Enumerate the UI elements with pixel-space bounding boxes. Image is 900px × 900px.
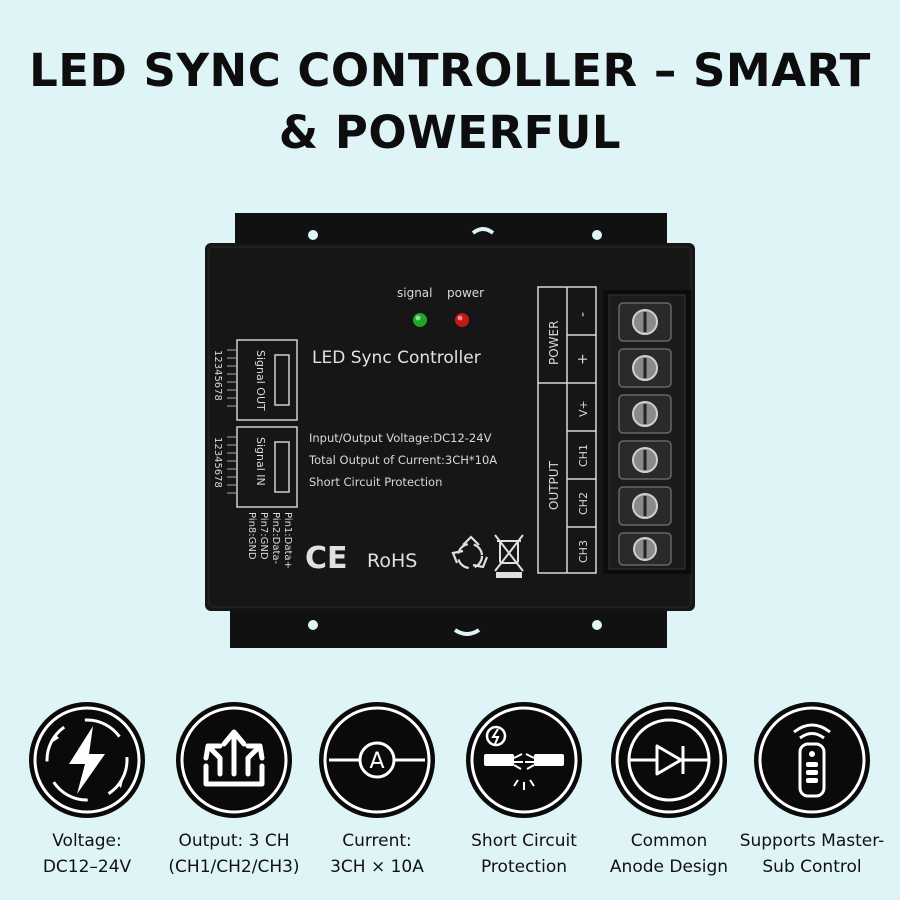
feature-master-sub-line1: Supports Master-	[739, 831, 885, 851]
pin-legend: Pin1:Data+ Pin2:Data- Pin7:GND Pin8:GND	[246, 512, 293, 569]
terminal-ch1: CH1	[577, 444, 590, 467]
feature-current-line2: 3CH × 10A	[330, 857, 424, 877]
terminal-vplus: V+	[577, 400, 590, 417]
controller-device-illustration: signal power LED Sync Controller Input/O…	[205, 213, 695, 648]
svg-text:Signal IN: Signal IN	[254, 437, 267, 486]
product-label: LED Sync Controller	[312, 348, 481, 368]
bottom-mounting-flange	[230, 605, 667, 648]
terminal-plus: +	[575, 353, 591, 365]
feature-voltage-line2: DC12–24V	[42, 857, 132, 877]
signal-led	[413, 313, 427, 327]
terminal-ch3: CH3	[577, 540, 590, 563]
pin-numbers-out: 12345678	[212, 350, 223, 401]
spec-current: Total Output of Current:3CH*10A	[308, 453, 497, 467]
feature-output: Output: 3 CH (CH1/CH2/CH3)	[159, 702, 309, 880]
mount-hole	[308, 230, 318, 240]
feature-voltage-line1: Voltage:	[52, 831, 122, 851]
page-title: LED SYNC CONTROLLER – SMART & POWERFUL	[0, 40, 900, 164]
terminal-ch2: CH2	[577, 492, 590, 515]
feature-anode-line1: Common	[630, 831, 708, 851]
svg-text:Pin2:Data-: Pin2:Data-	[270, 512, 281, 565]
led-signal-label: signal	[397, 286, 433, 300]
recycle-icon	[451, 535, 489, 570]
spec-voltage: Input/Output Voltage:DC12-24V	[309, 431, 492, 445]
feature-master-sub-line2: Sub Control	[762, 857, 862, 877]
feature-output-line2: (CH1/CH2/CH3)	[168, 857, 300, 877]
lightning-cycle-icon	[29, 702, 145, 818]
pin-numbers-in: 12345678	[212, 437, 223, 488]
led-power-label: power	[447, 286, 484, 300]
title-line-1: LED SYNC CONTROLLER – SMART	[29, 44, 871, 97]
feature-row: Voltage: DC12–24V Output: 3 CH (CH1/CH2/CH…	[0, 702, 900, 892]
mount-hole	[592, 230, 602, 240]
signal-in-port: Signal IN 12345678	[212, 426, 298, 508]
feature-protection-line2: Protection	[480, 857, 567, 877]
mount-hole	[308, 620, 318, 630]
feature-protection-line1: Short Circuit	[471, 831, 577, 851]
top-mounting-flange	[235, 213, 667, 250]
ce-mark: CE	[305, 541, 348, 576]
svg-text:Pin1:Data+: Pin1:Data+	[282, 512, 293, 569]
screw-terminal-block	[603, 290, 691, 574]
svg-text:A: A	[369, 749, 384, 774]
rohs-mark: RoHS	[367, 550, 417, 572]
svg-text:Signal OUT: Signal OUT	[254, 350, 267, 411]
terminal-power-label: POWER	[547, 321, 561, 365]
mount-hole	[592, 620, 602, 630]
svg-text:Pin8:GND: Pin8:GND	[246, 512, 257, 560]
feature-current: A Current: 3CH × 10A	[302, 702, 452, 880]
feature-anode-line2: Anode Design	[609, 857, 729, 877]
signal-out-port: Signal OUT 12345678	[212, 339, 298, 421]
remote-control-icon	[754, 702, 870, 818]
title-line-2: & POWERFUL	[278, 106, 622, 159]
spec-protection: Short Circuit Protection	[309, 475, 442, 489]
triple-output-arrows-icon	[176, 702, 292, 818]
svg-text:Pin7:GND: Pin7:GND	[258, 512, 269, 560]
terminal-minus: -	[575, 312, 591, 317]
feature-voltage: Voltage: DC12–24V	[12, 702, 162, 880]
diode-icon	[611, 702, 727, 818]
terminal-label-panel: POWER OUTPUT - + V+ CH1 CH2 CH3	[537, 286, 597, 574]
terminal-output-label: OUTPUT	[547, 460, 561, 510]
feature-master-sub: Supports Master- Sub Control	[737, 702, 887, 880]
feature-output-line1: Output: 3 CH	[178, 831, 290, 851]
broken-wire-icon	[466, 702, 582, 818]
feature-current-line1: Current:	[342, 831, 412, 851]
weee-bin-icon	[494, 534, 524, 578]
power-led	[455, 313, 469, 327]
ammeter-icon: A	[319, 702, 435, 818]
